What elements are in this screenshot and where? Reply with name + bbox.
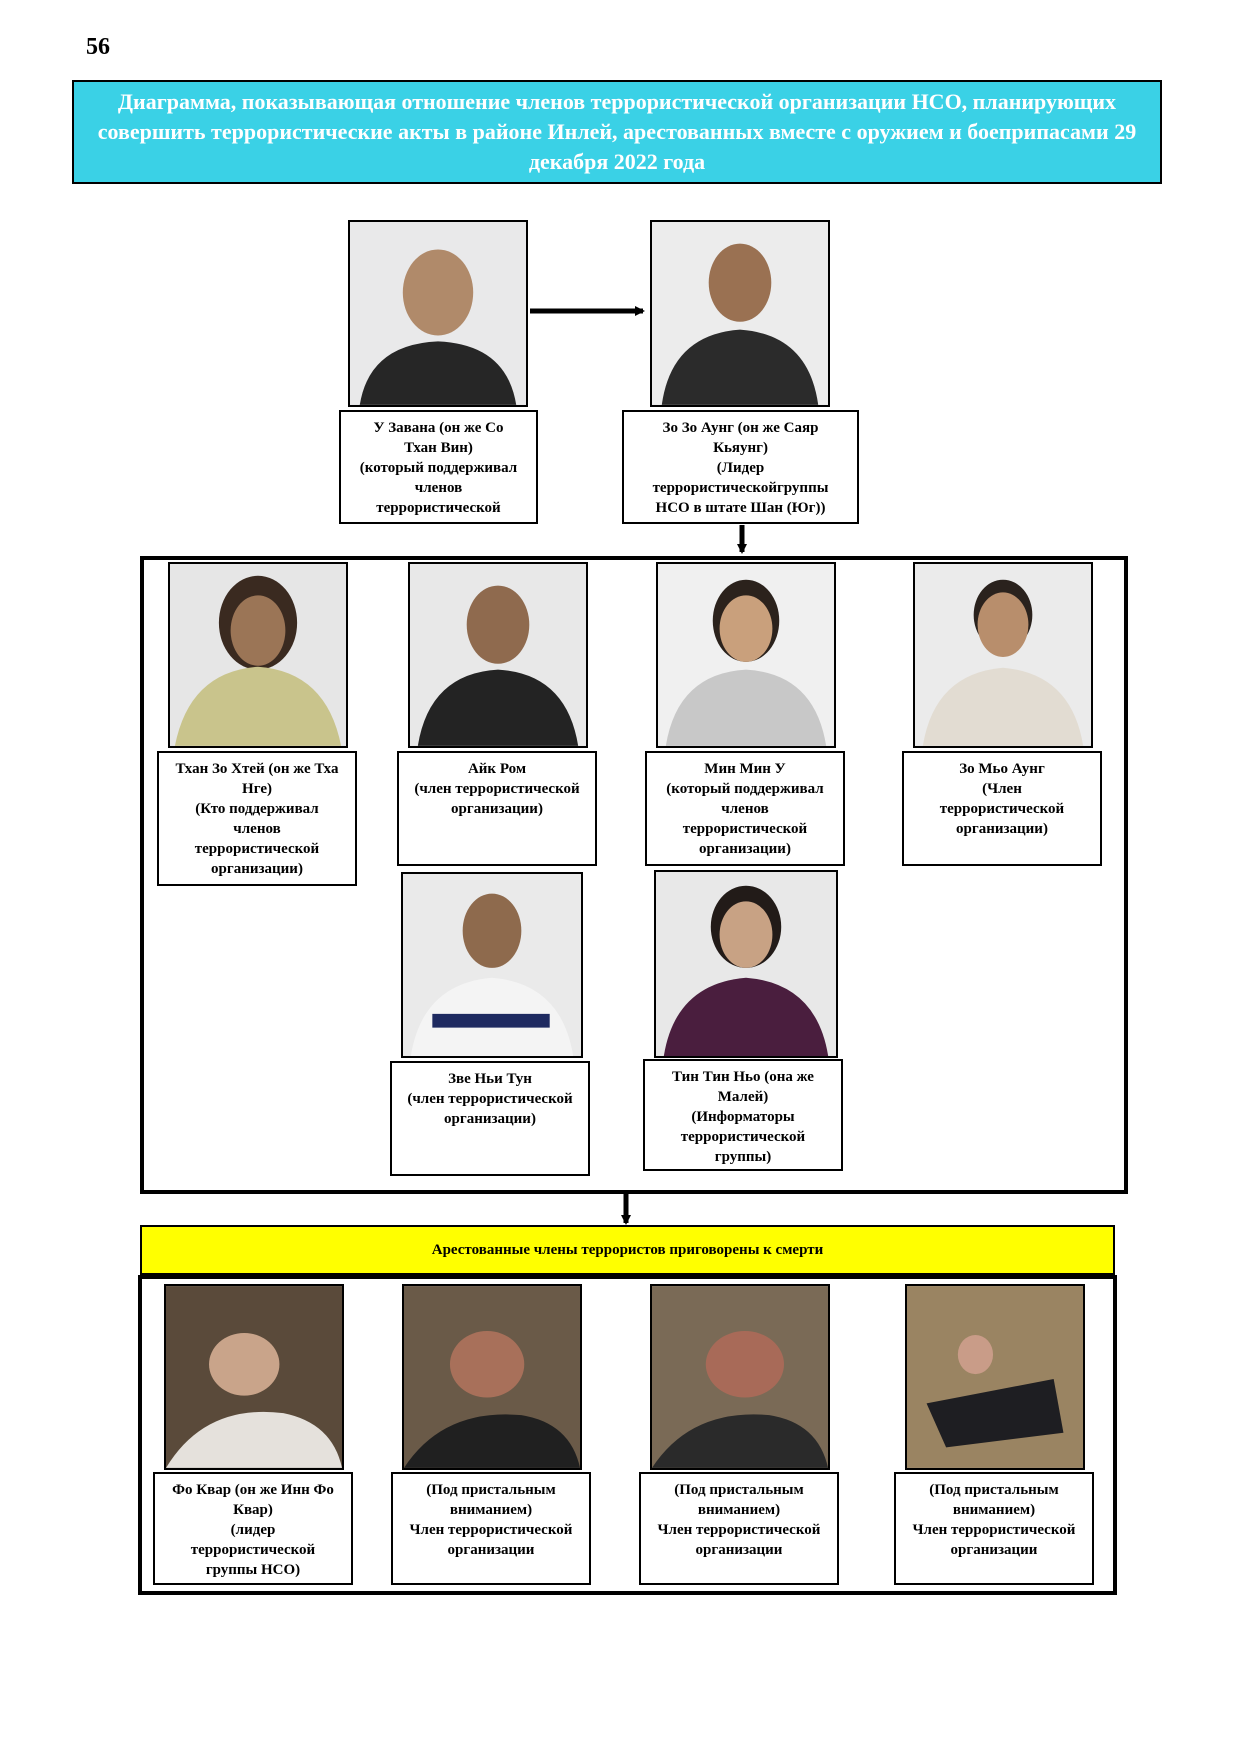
sentenced-banner: Арестованные члены террористов приговоре…	[140, 1225, 1115, 1275]
caption-deceased-3: (Под пристальным вниманием) Член террори…	[639, 1472, 839, 1585]
caption-member-1: Тхан Зо Хтей (он же Тха Нге) (Кто поддер…	[157, 751, 357, 886]
person-photo-icon	[404, 1286, 580, 1468]
photo-member-6	[654, 870, 838, 1058]
person-portrait-icon	[656, 872, 836, 1056]
caption-member-2: Айк Ром (член террористической организац…	[397, 751, 597, 866]
deceased-group-frame	[138, 1275, 1117, 1595]
person-photo-icon	[652, 1286, 828, 1468]
photo-deceased-3	[650, 1284, 830, 1470]
photo-deceased-4	[905, 1284, 1085, 1470]
caption-leader-2: Зо Зо Аунг (он же Саяр Кьяунг) (Лидер те…	[622, 410, 859, 524]
photo-deceased-1	[164, 1284, 344, 1470]
caption-member-4: Зо Мьо Аунг (Член террористической орган…	[902, 751, 1102, 866]
caption-deceased-4: (Под пристальным вниманием) Член террори…	[894, 1472, 1094, 1585]
diagram-title: Диаграмма, показывающая отношение членов…	[72, 80, 1162, 184]
caption-deceased-2: (Под пристальным вниманием) Член террори…	[391, 1472, 591, 1585]
caption-member-3: Мин Мин У (который поддерживал членов те…	[645, 751, 845, 866]
members-group-frame	[140, 556, 1128, 1194]
photo-leader-1	[348, 220, 528, 407]
page-number: 56	[86, 34, 110, 60]
person-portrait-icon	[658, 564, 834, 746]
photo-deceased-2	[402, 1284, 582, 1470]
photo-member-1	[168, 562, 348, 748]
photo-member-3	[656, 562, 836, 748]
photo-member-5	[401, 872, 583, 1058]
caption-leader-1: У Завана (он же Со Тхан Вин) (который по…	[339, 410, 538, 524]
person-portrait-icon	[652, 222, 828, 405]
person-portrait-icon	[403, 874, 581, 1056]
person-photo-icon	[166, 1286, 342, 1468]
caption-deceased-1: Фо Квар (он же Инн Фо Квар) (лидер терро…	[153, 1472, 353, 1585]
caption-member-5: Зве Ньи Тун (член террористической орган…	[390, 1061, 590, 1176]
person-photo-icon	[907, 1286, 1083, 1468]
photo-leader-2	[650, 220, 830, 407]
person-portrait-icon	[350, 222, 526, 405]
photo-member-4	[913, 562, 1093, 748]
photo-member-2	[408, 562, 588, 748]
person-portrait-icon	[170, 564, 346, 746]
caption-member-6: Тин Тин Ньо (она же Малей) (Информаторы …	[643, 1059, 843, 1171]
person-portrait-icon	[915, 564, 1091, 746]
person-portrait-icon	[410, 564, 586, 746]
